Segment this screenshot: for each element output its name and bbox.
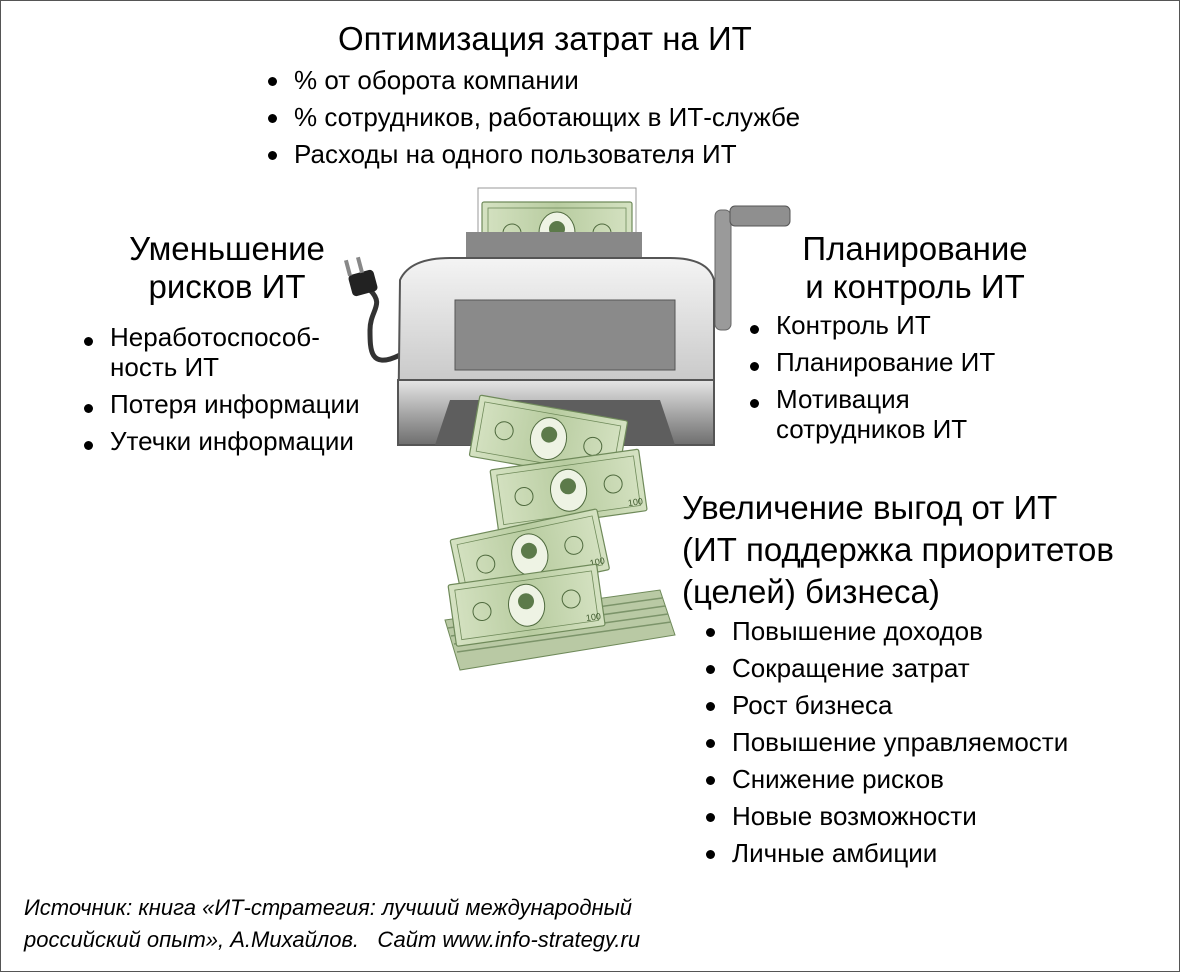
benefit-title-line: (ИТ поддержка приоритетов (682, 531, 1114, 568)
power-plug (343, 256, 402, 363)
flying-banknotes (449, 394, 648, 602)
benefit-list: Повышение доходов Сокращение затрат Рост… (704, 613, 1068, 872)
list-item-line: Потеря информации (110, 389, 360, 419)
list-item: Планирование ИТ (748, 347, 995, 377)
list-item-line: Утечки информации (110, 426, 354, 456)
list-item: % сотрудников, работающих в ИТ-службе (266, 99, 800, 136)
planning-list: Контроль ИТ Планирование ИТ Мотивация со… (748, 310, 995, 451)
risk-title-line: рисков ИТ (148, 268, 306, 305)
money-printer-illustration: 100 (343, 187, 791, 671)
benefit-title: Увеличение выгод от ИТ (ИТ поддержка при… (682, 487, 1162, 613)
list-item: Расходы на одного пользователя ИТ (266, 136, 800, 173)
list-item: Контроль ИТ (748, 310, 995, 340)
risk-list: Неработоспособ- ность ИТ Потеря информац… (82, 322, 360, 463)
source-line: Источник: книга «ИТ-стратегия: лучший ме… (24, 895, 633, 920)
risk-title: Уменьшение рисков ИТ (122, 230, 332, 306)
list-item-line: Контроль ИТ (776, 310, 931, 340)
benefit-title-line: Увеличение выгод от ИТ (682, 489, 1058, 526)
list-item-line: ность ИТ (110, 352, 220, 382)
source-line: российский опыт», А.Михайлов. Сайт www.i… (24, 927, 641, 952)
list-item: Снижение рисков (704, 761, 1068, 798)
planning-title: Планирование и контроль ИТ (790, 230, 1040, 306)
optimization-title: Оптимизация затрат на ИТ (338, 20, 752, 57)
list-item: Утечки информации (82, 426, 360, 456)
list-item-line: Неработоспособ- (110, 322, 320, 352)
list-item: Неработоспособ- ность ИТ (82, 322, 360, 382)
crank-handle (714, 205, 791, 331)
list-item: Личные амбиции (704, 835, 1068, 872)
list-item: Сокращение затрат (704, 650, 1068, 687)
list-item: Потеря информации (82, 389, 360, 419)
planning-title-line: и контроль ИТ (805, 268, 1025, 305)
banknote-stack (444, 563, 676, 671)
list-item: Рост бизнеса (704, 687, 1068, 724)
source-citation: Источник: книга «ИТ-стратегия: лучший ме… (24, 892, 640, 956)
list-item-line: сотрудников ИТ (776, 414, 968, 444)
list-item: Повышение доходов (704, 613, 1068, 650)
list-item: % от оборота компании (266, 62, 800, 99)
list-item-line: Планирование ИТ (776, 347, 996, 377)
planning-title-line: Планирование (802, 230, 1028, 267)
benefit-title-line: (целей) бизнеса) (682, 573, 940, 610)
list-item: Мотивация сотрудников ИТ (748, 384, 995, 444)
risk-title-line: Уменьшение (129, 230, 325, 267)
list-item-line: Мотивация (776, 384, 910, 414)
optimization-list: % от оборота компании % сотрудников, раб… (266, 62, 800, 173)
list-item: Повышение управляемости (704, 724, 1068, 761)
list-item: Новые возможности (704, 798, 1068, 835)
